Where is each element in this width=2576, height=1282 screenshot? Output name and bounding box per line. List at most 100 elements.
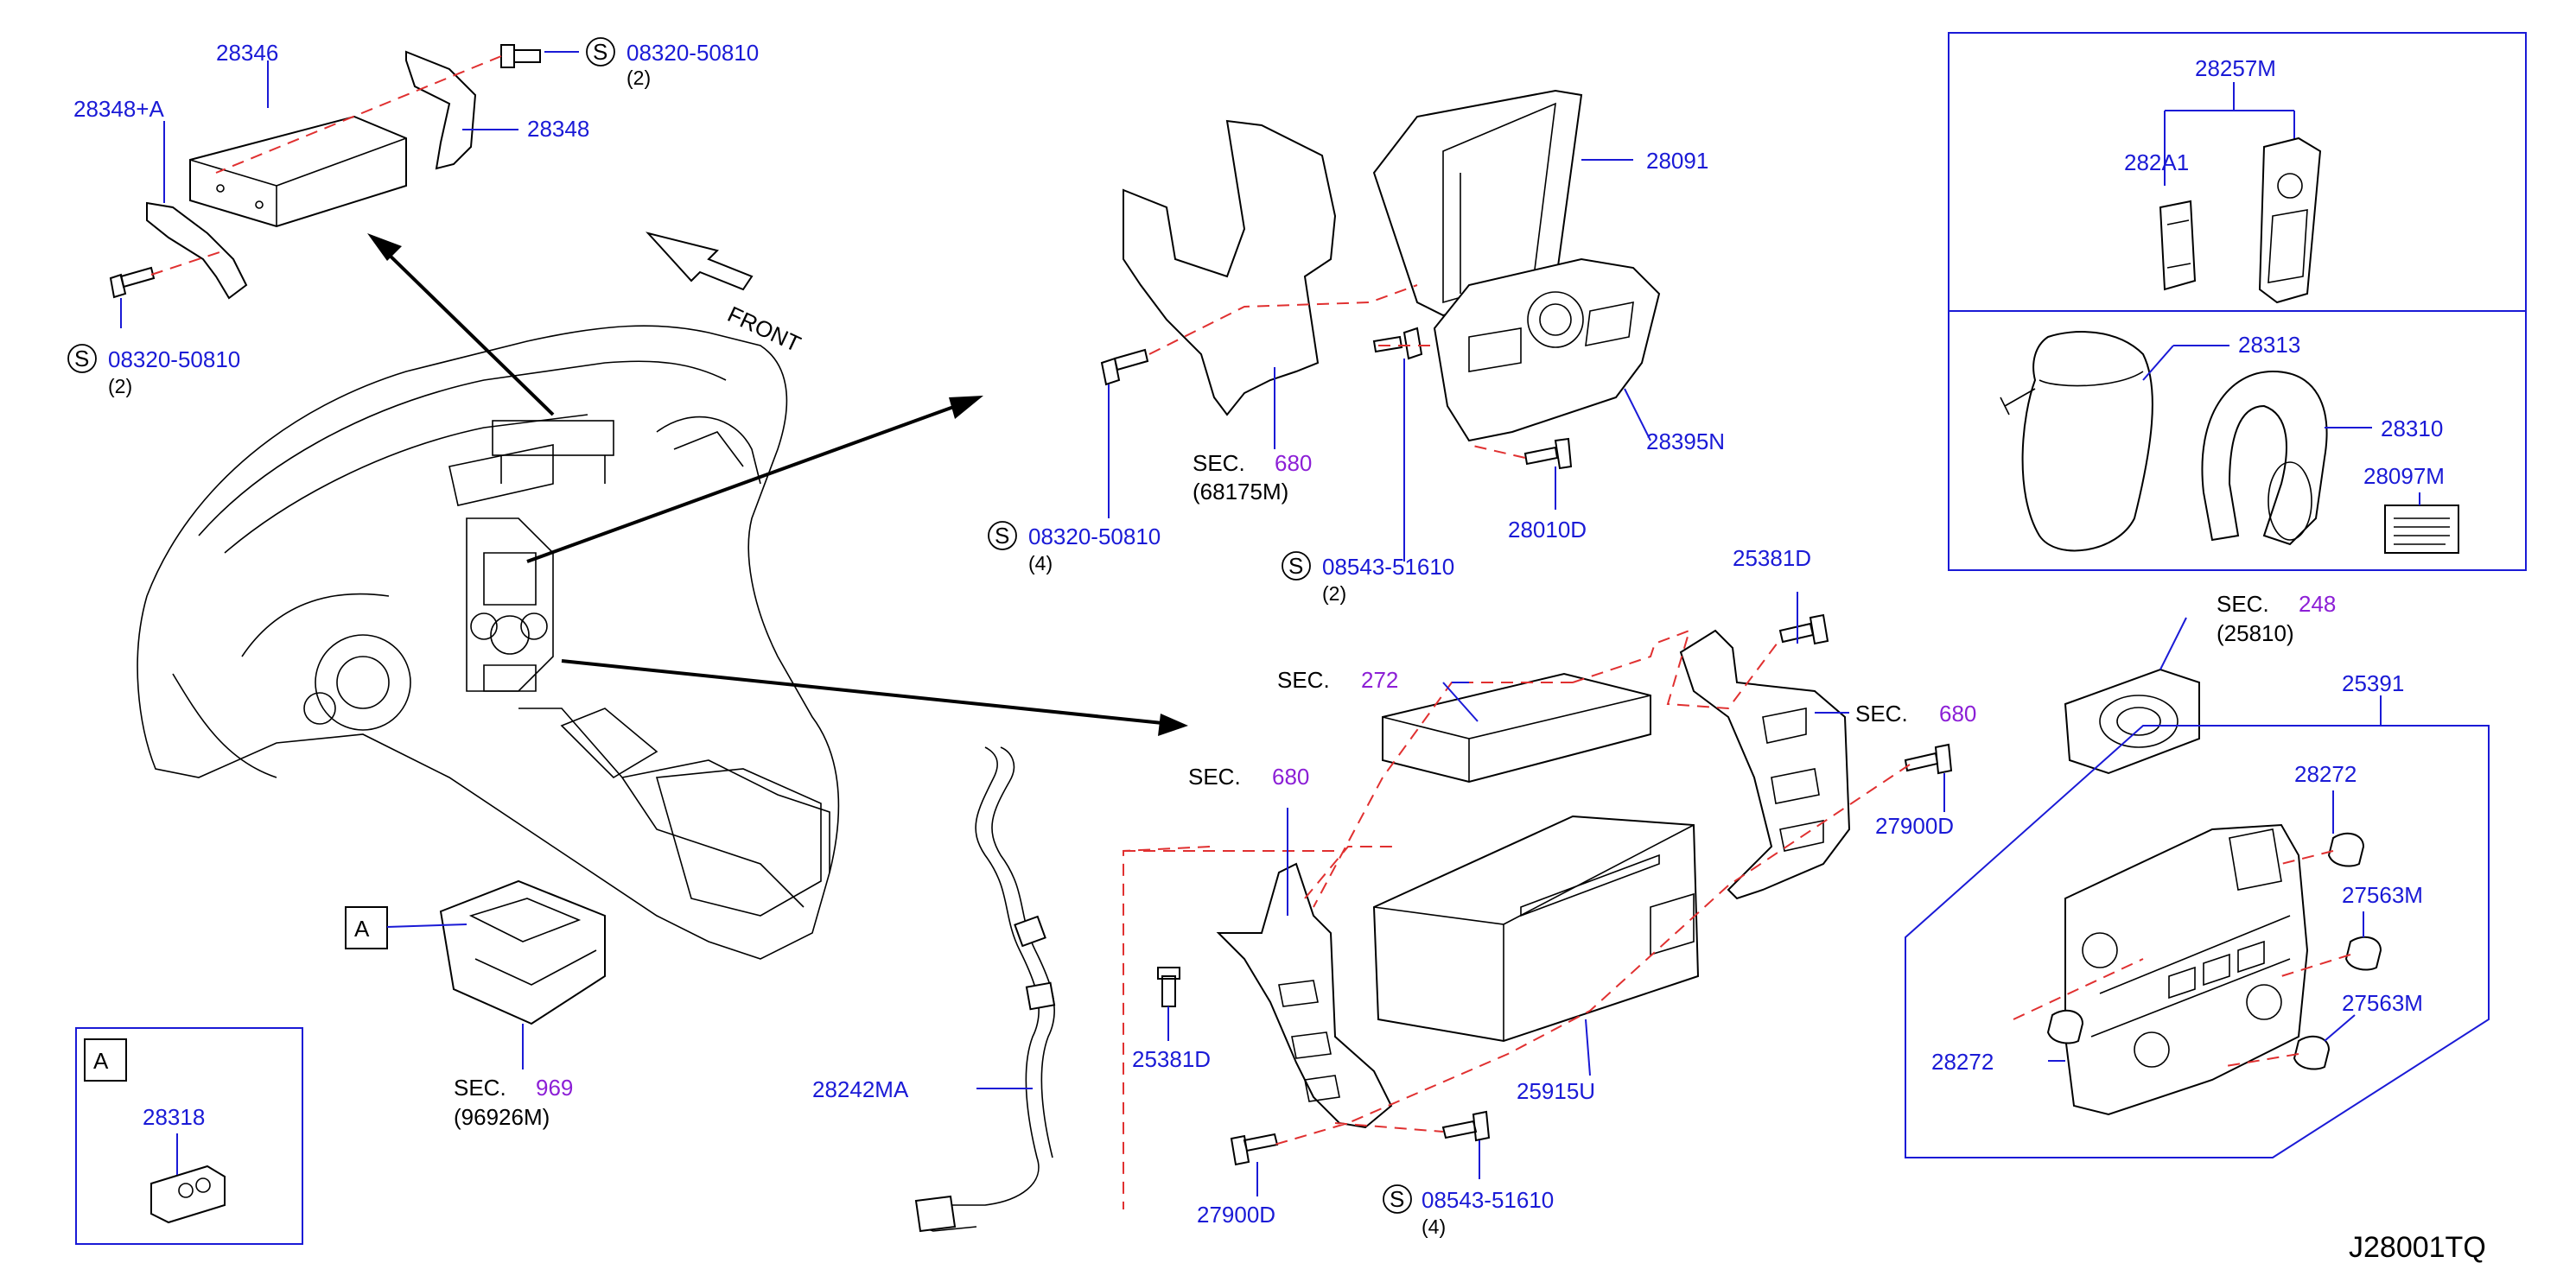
sec-680-left-bracket[interactable]: 680 <box>1272 764 1309 790</box>
sec-248[interactable]: 248 <box>2299 591 2336 617</box>
knob-27563m-lower-drawing <box>2293 1035 2331 1070</box>
qty-bottom-left-screw: (2) <box>108 375 132 397</box>
top-left-unit-group <box>109 44 579 328</box>
part-08543-51610-audio[interactable]: 08543-51610 <box>1422 1187 1554 1213</box>
part-27563m-right[interactable]: 27563M <box>2342 882 2423 908</box>
part-282a1[interactable]: 282A1 <box>2124 149 2189 175</box>
screw-08543-bottom-drawing <box>1441 1110 1491 1142</box>
bracket-68175m-drawing <box>1123 119 1337 416</box>
leader-arrows <box>367 233 1188 736</box>
screw-top-drawing <box>500 44 541 68</box>
speaker-25810-drawing <box>2064 668 2200 775</box>
bag-28313-drawing <box>2021 331 2153 552</box>
sec-prefix: SEC. <box>1855 701 1908 727</box>
sec-25810-sub: (25810) <box>2217 620 2294 646</box>
bolt-28010d-drawing <box>1523 437 1573 470</box>
front-indicator: FRONT <box>646 232 805 357</box>
label-28097m-drawing <box>2384 505 2459 554</box>
qty-top-left-screw: (2) <box>627 67 651 89</box>
screw-bottom-drawing <box>109 266 156 299</box>
part-27900d-right[interactable]: 27900D <box>1875 813 1954 839</box>
part-28257m[interactable]: 28257M <box>2195 55 2276 81</box>
bolt-08543-drawing <box>1372 327 1423 360</box>
part-27563m-lower[interactable]: 27563M <box>2342 990 2423 1016</box>
sec-969[interactable]: 969 <box>536 1075 573 1101</box>
part-28318[interactable]: 28318 <box>143 1104 205 1130</box>
antenna-group <box>914 746 1056 1233</box>
headphone-28310-drawing <box>2201 370 2328 546</box>
part-28272-top[interactable]: 28272 <box>2294 761 2357 787</box>
bolt-27900d-bottom-drawing <box>1230 1133 1279 1166</box>
controller-28395n-drawing <box>1433 257 1661 442</box>
part-28313[interactable]: 28313 <box>2238 332 2300 358</box>
sec-prefix: SEC. <box>454 1075 506 1101</box>
part-28346[interactable]: 28346 <box>216 40 278 66</box>
part-08543-51610-display[interactable]: 08543-51610 <box>1322 554 1454 580</box>
part-28395n[interactable]: 28395N <box>1646 428 1725 454</box>
cover-282a1-drawing <box>2159 200 2197 291</box>
knob-28272-top-drawing <box>2327 832 2365 867</box>
screw-symbol: S <box>995 523 1009 549</box>
part-28272-left[interactable]: 28272 <box>1931 1049 1994 1075</box>
view-marker-a: A <box>354 916 370 942</box>
bolt-25381d-top-drawing <box>1778 613 1829 645</box>
part-28010d[interactable]: 28010D <box>1508 517 1587 543</box>
part-25391[interactable]: 25391 <box>2342 670 2404 696</box>
part-28097m[interactable]: 28097M <box>2363 463 2445 489</box>
sec-prefix: SEC. <box>1188 764 1241 790</box>
part-25381d-top[interactable]: 25381D <box>1733 545 1811 571</box>
pocket-96926m-drawing <box>439 879 606 1025</box>
headphone-group <box>2000 331 2459 554</box>
headphone-box <box>1948 310 2527 571</box>
audio-group <box>1123 592 1953 1209</box>
sec-680-right-bracket[interactable]: 680 <box>1939 701 1976 727</box>
sec-prefix: SEC. <box>1193 450 1245 476</box>
part-28310[interactable]: 28310 <box>2381 416 2443 441</box>
head-unit-25915u-drawing <box>1372 815 1700 1043</box>
climate-group-outline <box>1905 725 2490 1158</box>
console-pocket-group <box>345 879 606 1069</box>
sec-prefix: SEC. <box>1277 667 1330 693</box>
display-28091-drawing <box>1372 89 1583 317</box>
bolt-25381d-left-drawing <box>1157 967 1180 1007</box>
remote-28257m-drawing <box>2258 136 2322 304</box>
screw-symbol: S <box>1390 1186 1404 1212</box>
part-08320-50810-bottom[interactable]: 08320-50810 <box>108 346 240 372</box>
remote-group <box>2159 82 2322 304</box>
part-25915u[interactable]: 25915U <box>1517 1078 1595 1104</box>
bracket-left-680-drawing <box>1216 862 1393 1129</box>
display-group <box>1100 89 1661 562</box>
unit-28346-drawing <box>189 115 407 228</box>
speaker-group <box>2064 617 2200 775</box>
part-28242ma[interactable]: 28242MA <box>812 1076 909 1102</box>
screw-08320-drawing <box>1100 348 1149 386</box>
part-28348[interactable]: 28348 <box>527 116 589 142</box>
sec-272[interactable]: 272 <box>1361 667 1398 693</box>
part-27900d-bottom[interactable]: 27900D <box>1197 1202 1275 1228</box>
antenna-28242ma-drawing <box>924 746 1040 1232</box>
switch-28318-drawing <box>150 1165 226 1224</box>
sec-680-display-bracket[interactable]: 680 <box>1275 450 1312 476</box>
part-28348-a[interactable]: 28348+A <box>73 96 164 122</box>
sec-prefix: SEC. <box>2217 591 2269 617</box>
bracket-28348a-drawing <box>146 201 248 300</box>
dashboard-illustration <box>137 325 840 960</box>
bracket-right-680-drawing <box>1679 629 1851 900</box>
part-25381d-left[interactable]: 25381D <box>1132 1046 1211 1072</box>
knob-28272-left-drawing <box>2046 1009 2084 1044</box>
part-08320-50810-display[interactable]: 08320-50810 <box>1028 524 1161 549</box>
sec-96926m-sub: (96926M) <box>454 1104 550 1130</box>
qty-audio-screw: (4) <box>1422 1215 1446 1238</box>
knob-27563m-right-drawing <box>2344 936 2382 971</box>
screw-symbol: S <box>74 346 89 371</box>
part-08320-50810-top[interactable]: 08320-50810 <box>627 40 759 66</box>
part-28091[interactable]: 28091 <box>1646 148 1708 174</box>
inset-a-box <box>75 1027 303 1245</box>
screw-symbol: S <box>1288 553 1303 579</box>
sec-68175m-sub: (68175M) <box>1193 479 1288 505</box>
bracket-28348-drawing <box>405 50 477 170</box>
bolt-27900d-right-drawing <box>1904 743 1953 775</box>
qty-display-bolt: (2) <box>1322 582 1346 605</box>
inset-a-marker: A <box>93 1048 109 1074</box>
